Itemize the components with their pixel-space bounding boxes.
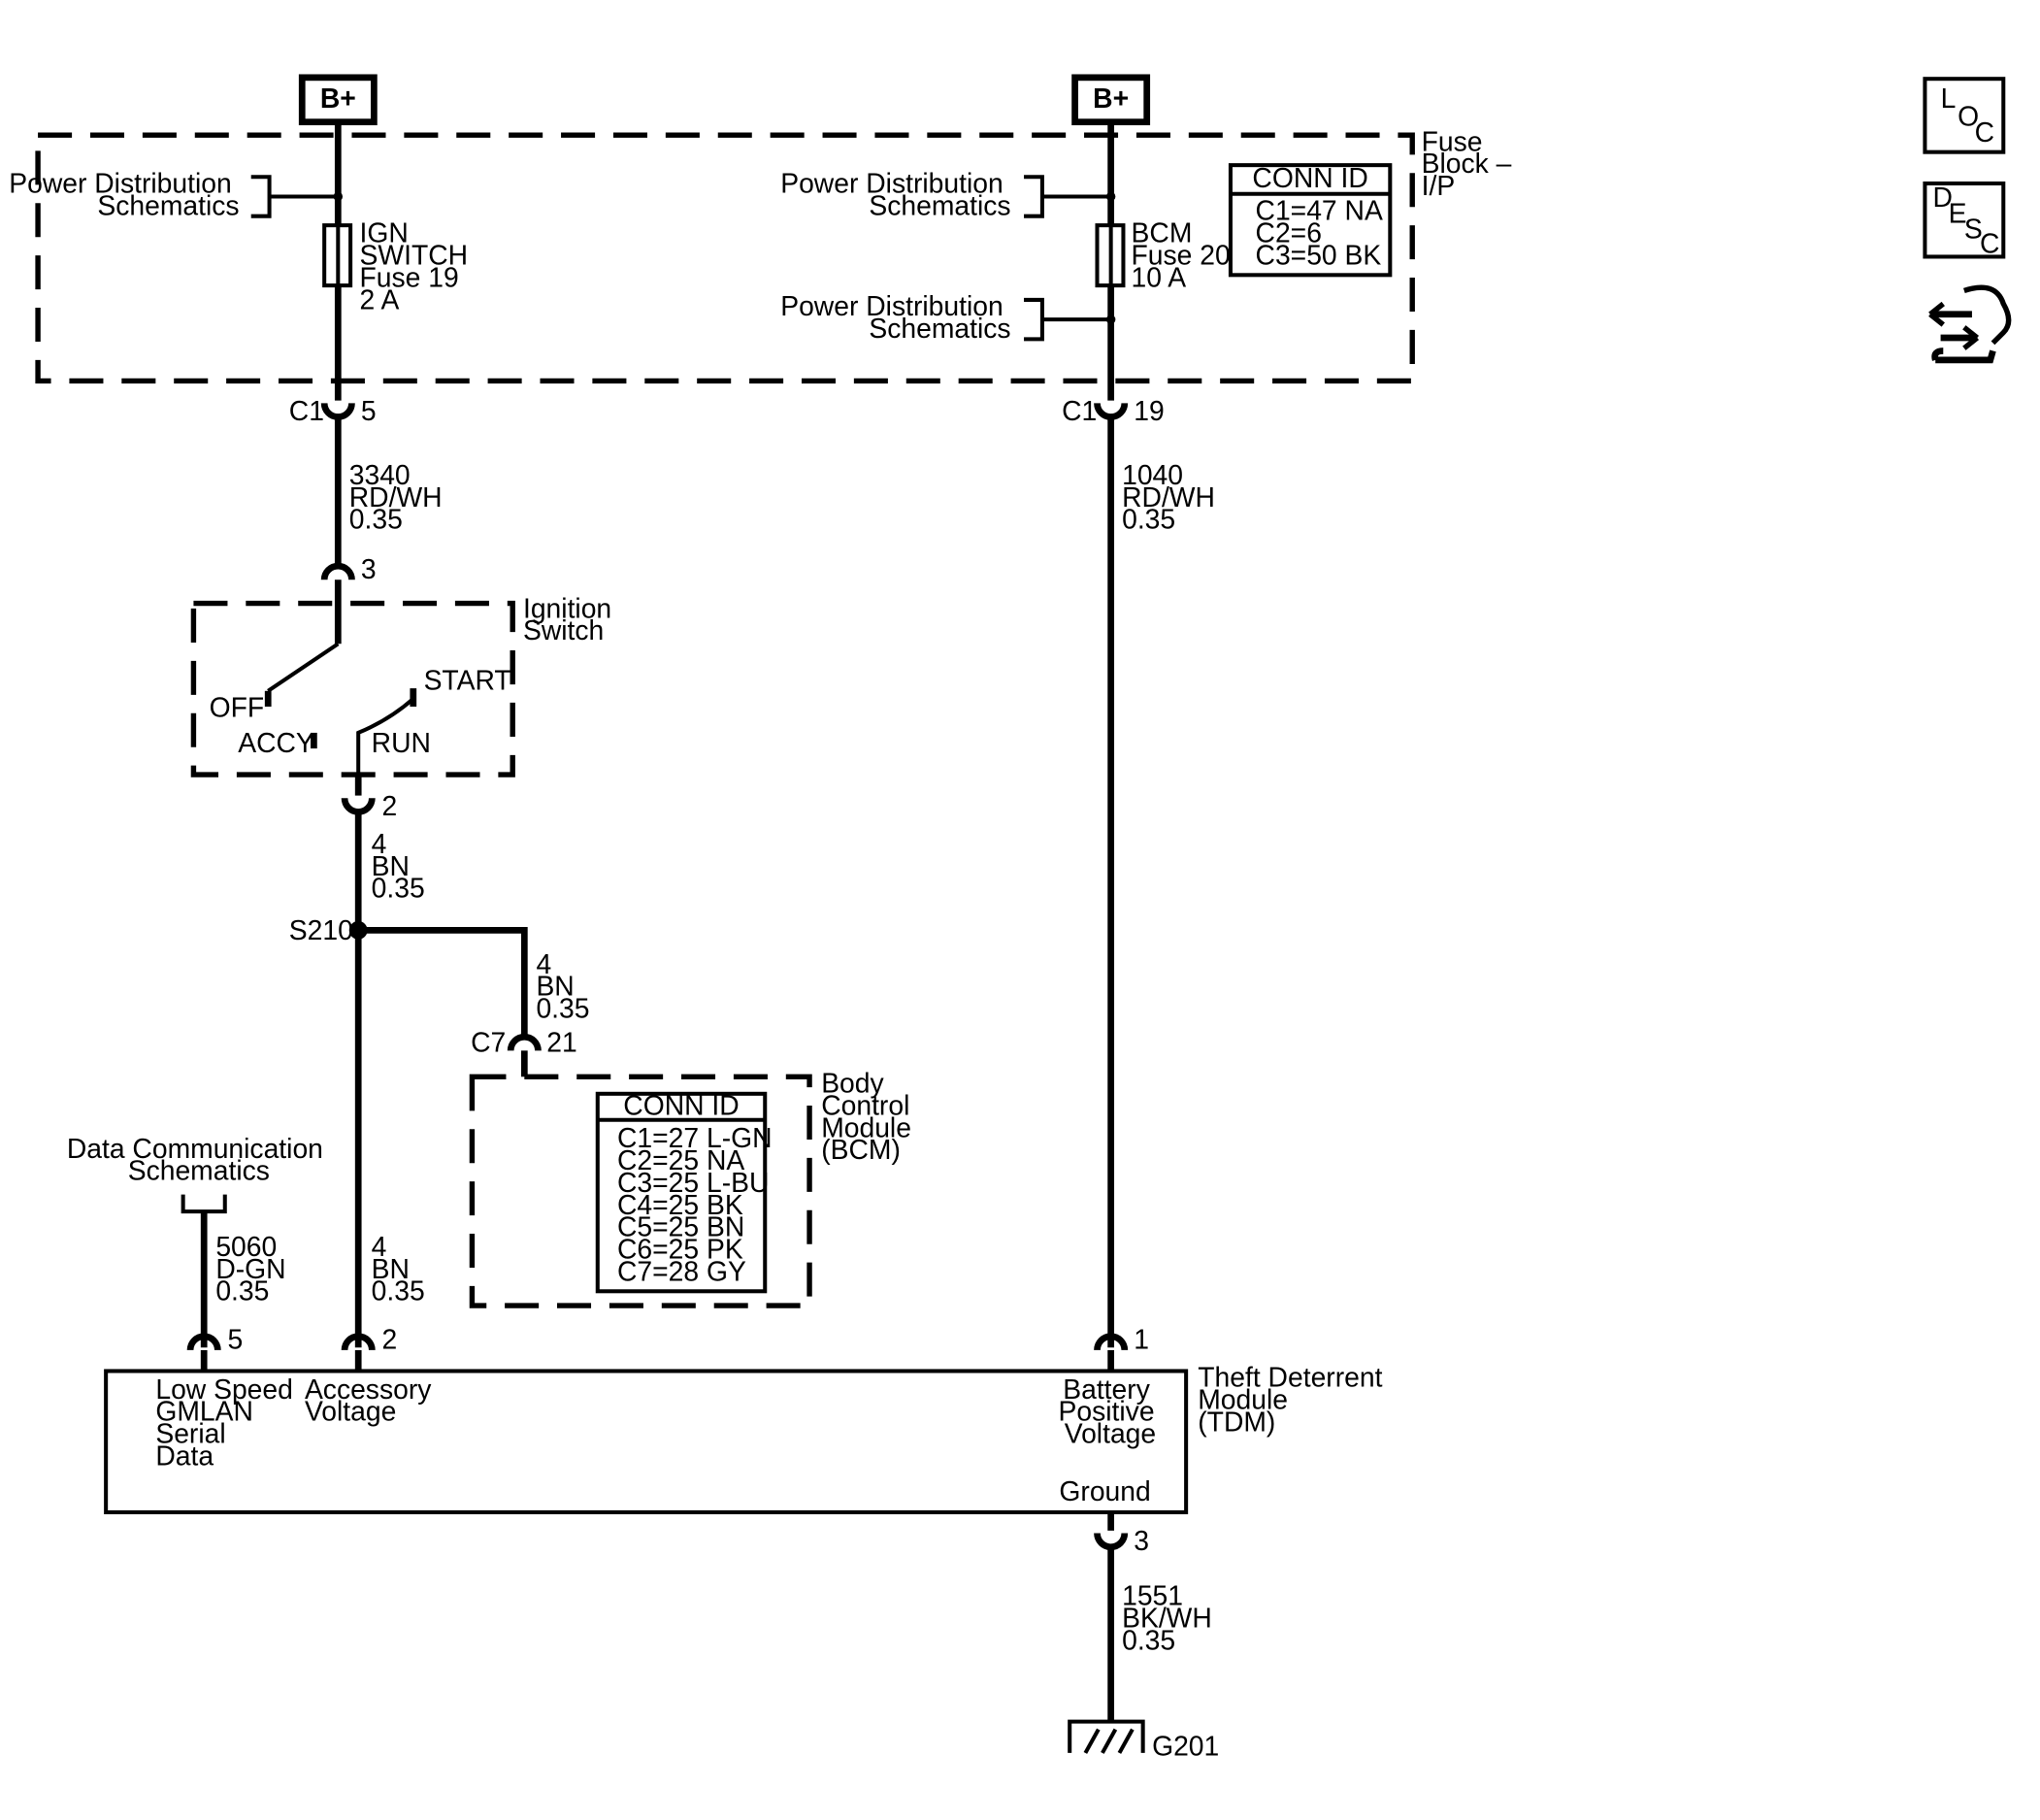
ground-g201-icon <box>1068 1719 1145 1754</box>
fuse-block-conn-id-table: CONN ID C1=47 NA C2=6 C3=50 BK <box>1228 162 1393 278</box>
svg-text:C1: C1 <box>289 395 324 426</box>
pd-schematics-left-label: Power Distribution Schematics <box>9 167 239 220</box>
svg-text:C6=25 PK: C6=25 PK <box>617 1234 743 1265</box>
svg-text:C7: C7 <box>471 1027 506 1058</box>
tdm-connector-pin-5: 5 <box>186 1324 243 1355</box>
data-communication-schematics-label: Data Communication Schematics <box>67 1133 331 1186</box>
ignition-switch-boundary <box>190 600 515 778</box>
description-button[interactable]: D E S C <box>1923 181 2006 259</box>
svg-text:2: 2 <box>381 790 397 821</box>
svg-text:C1: C1 <box>1062 395 1097 426</box>
connector-c1-left: C1 5 <box>289 395 377 426</box>
svg-text:C: C <box>1980 227 1999 258</box>
conn-id-title: CONN ID <box>1252 162 1367 193</box>
svg-text:2: 2 <box>381 1324 397 1355</box>
connector-c7: C7 21 <box>471 1027 577 1058</box>
bcm-fuse-label: BCM Fuse 20 10 A <box>1132 217 1238 293</box>
pd-schematics-right-top-label: Power Distribution Schematics <box>780 167 1010 220</box>
svg-text:D: D <box>1933 182 1953 213</box>
position-accy-label: ACCY <box>238 727 314 758</box>
b-plus-label-right: B+ <box>1093 83 1129 114</box>
tdm-connector-pin-3: 3 <box>1094 1525 1149 1556</box>
wire-4-upper-label: 4 BN 0.35 <box>372 828 425 904</box>
svg-text:C4=25 BK: C4=25 BK <box>617 1189 743 1220</box>
tdm-pin-ground-label: Ground <box>1059 1475 1150 1506</box>
wire-5060-label: 5060 D-GN 0.35 <box>215 1231 293 1307</box>
svg-text:19: 19 <box>1134 395 1164 426</box>
wire-4-lower-label: 4 BN 0.35 <box>372 1231 425 1307</box>
svg-text:5: 5 <box>361 395 377 426</box>
fuse-block-label: Fuse Block – I/P <box>1422 125 1520 201</box>
location-button[interactable]: L O C <box>1923 77 2006 154</box>
svg-text:S: S <box>1964 214 1983 245</box>
svg-text:O: O <box>1958 101 1979 132</box>
ign-switch-fuse-label: IGN SWITCH Fuse 19 2 A <box>360 217 476 315</box>
pd-schematics-right-bottom-label: Power Distribution Schematics <box>780 290 1010 344</box>
svg-text:3: 3 <box>361 553 377 584</box>
conn-id-row: C2=6 <box>1256 217 1322 248</box>
tdm-label: Theft Deterrent Module (TDM) <box>1198 1362 1390 1438</box>
tdm-pin-battery-positive-label: Battery Positive Voltage <box>1059 1373 1163 1449</box>
tdm-pin-low-speed-gmlan-label: Low Speed GMLAN Serial Data <box>155 1373 300 1472</box>
bcm-conn-id-table: CONN ID C1=27 L-GN C2=25 NA C3=25 L-BU C… <box>595 1089 773 1294</box>
tdm-connector-pin-1: 1 <box>1094 1324 1149 1355</box>
svg-text:C5=25 BN: C5=25 BN <box>617 1211 744 1242</box>
tdm-pin-accessory-voltage-label: Accessory Voltage <box>305 1373 439 1427</box>
svg-text:E: E <box>1949 197 1967 228</box>
b-plus-label-left: B+ <box>320 83 356 114</box>
svg-text:C: C <box>1975 116 1994 148</box>
bcm-boundary <box>469 1074 812 1308</box>
connector-end-view-icon[interactable] <box>1928 284 2012 364</box>
ignition-switch-input-connector: 3 <box>320 553 377 584</box>
ground-g201-label: G201 <box>1152 1731 1219 1762</box>
tdm-connector-pin-2: 2 <box>341 1324 397 1355</box>
ignition-switch-output-connector: 2 <box>341 790 397 821</box>
svg-text:CONN ID: CONN ID <box>623 1089 739 1120</box>
svg-text:C3=25 L-BU: C3=25 L-BU <box>617 1167 769 1198</box>
svg-text:3: 3 <box>1134 1525 1149 1556</box>
wire-1040-label: 1040 RD/WH 0.35 <box>1122 459 1223 535</box>
svg-text:C1=27 L-GN: C1=27 L-GN <box>617 1122 773 1153</box>
wire-3340-label: 3340 RD/WH 0.35 <box>349 459 450 535</box>
svg-text:C2=25 NA: C2=25 NA <box>617 1144 744 1175</box>
position-off-label: OFF <box>210 692 265 723</box>
position-start-label: START <box>424 664 511 695</box>
theft-deterrent-module <box>104 1369 1189 1515</box>
fuse-block-boundary <box>35 132 1415 384</box>
conn-id-row: C1=47 NA <box>1256 195 1383 226</box>
ignition-switch-label: Ignition Switch <box>523 592 619 645</box>
bcm-label: Body Control Module (BCM) <box>821 1067 919 1165</box>
svg-text:C7=28 GY: C7=28 GY <box>617 1255 746 1286</box>
svg-text:5: 5 <box>227 1324 243 1355</box>
position-run-label: RUN <box>372 727 431 758</box>
svg-text:21: 21 <box>546 1027 576 1058</box>
svg-text:L: L <box>1941 83 1957 114</box>
battery-positive-right: B+ <box>1071 74 1151 126</box>
splice-s210-label: S210 <box>289 914 353 945</box>
wire-4-branch-label: 4 BN 0.35 <box>536 948 589 1024</box>
switch-blade <box>267 642 340 693</box>
wire-1551-label: 1551 BK/WH 0.35 <box>1122 1580 1220 1656</box>
battery-positive-left: B+ <box>298 74 378 126</box>
svg-text:1: 1 <box>1134 1324 1149 1355</box>
conn-id-row: C3=50 BK <box>1256 240 1382 271</box>
